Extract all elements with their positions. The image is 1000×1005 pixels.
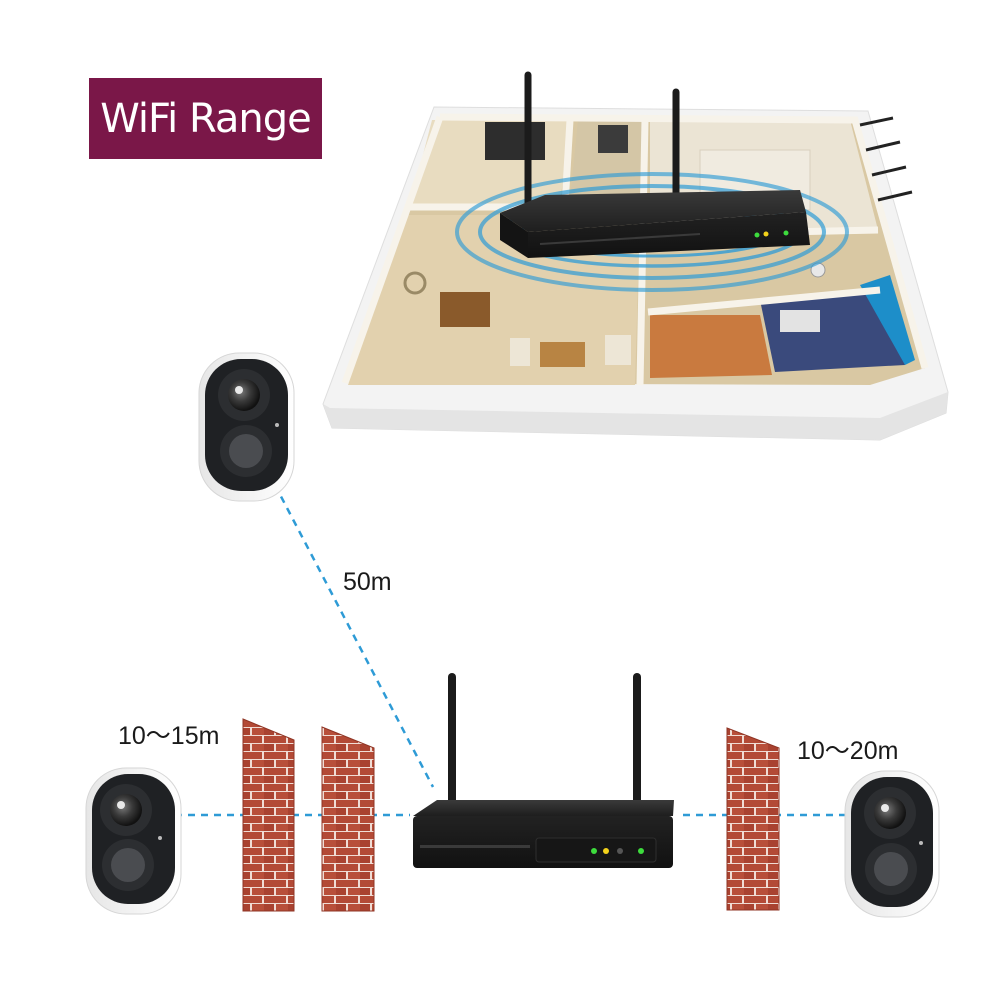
page-title: WiFi Range [89, 78, 322, 159]
wireless-camera-icon [198, 352, 295, 502]
brick-wall-icon [321, 726, 375, 912]
wireless-camera-icon [844, 770, 940, 918]
brick-wall-icon [726, 727, 780, 911]
nvr-recorder-icon [413, 673, 674, 868]
link-line-top [273, 484, 435, 788]
range-label-top-camera: 50m [343, 568, 392, 596]
wireless-camera-icon [85, 767, 182, 915]
floor-plan-icon [322, 106, 949, 441]
range-label-left-camera: 10〜15m [118, 722, 220, 750]
range-label-right-camera: 10〜20m [797, 737, 899, 765]
nvr-recorder-icon [500, 71, 810, 258]
brick-wall-icon [242, 718, 295, 912]
